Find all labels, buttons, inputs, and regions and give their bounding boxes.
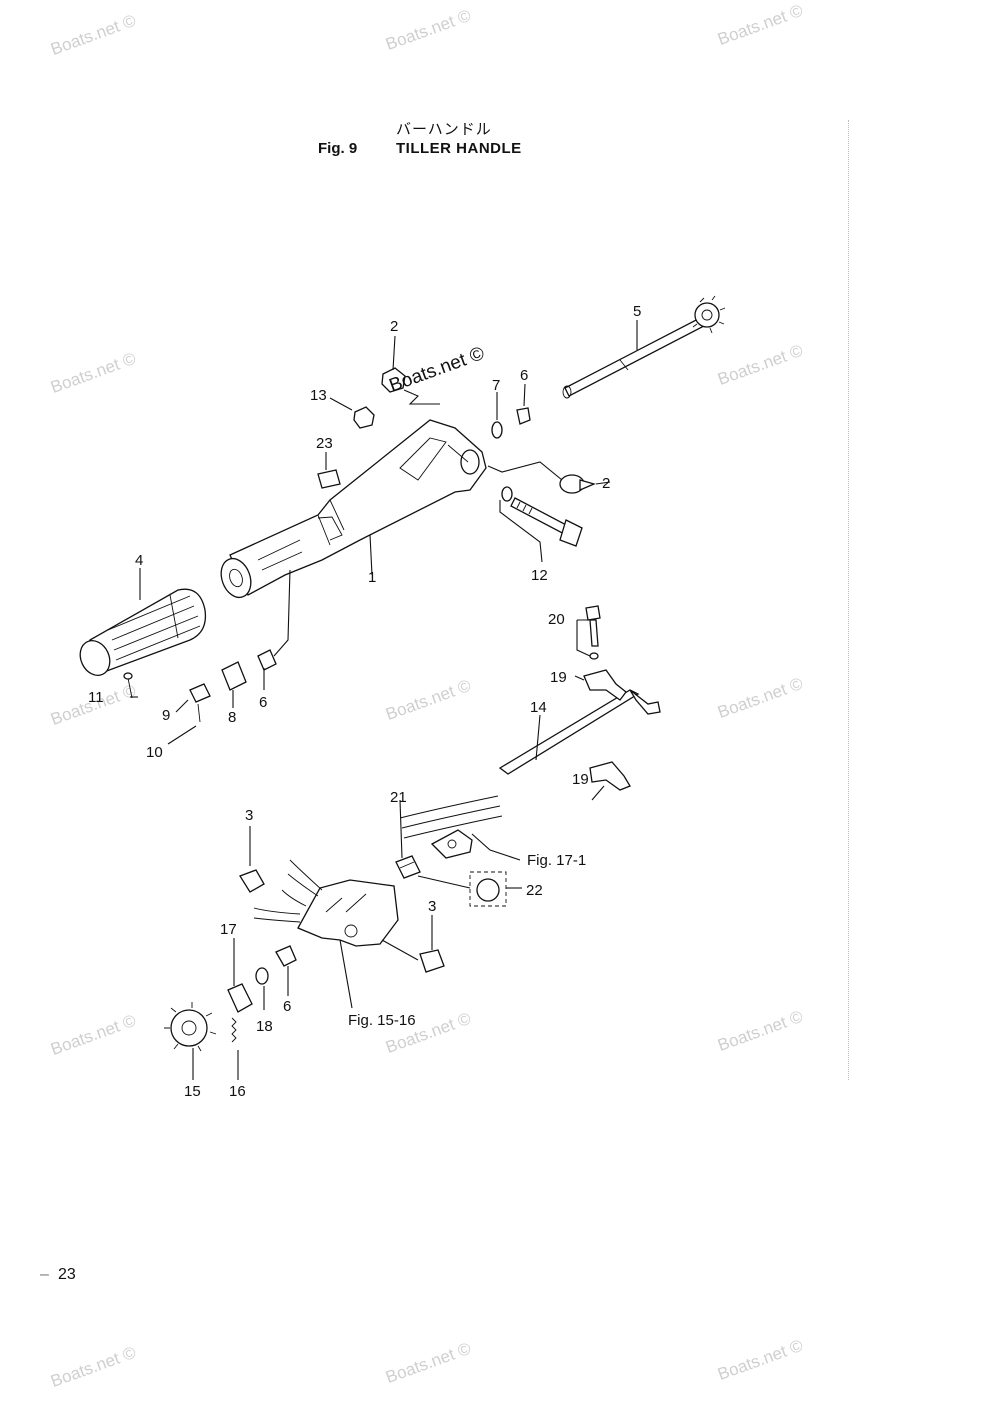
- callout-19-upper: 19: [550, 669, 567, 686]
- callout-21: 21: [390, 789, 407, 806]
- callout-4: 4: [135, 552, 143, 569]
- callout-6-upper: 6: [520, 367, 528, 384]
- callout-20: 20: [548, 611, 565, 628]
- diagram-watermark: Boats.net ©: [387, 343, 488, 397]
- callout-16: 16: [229, 1083, 246, 1100]
- callout-1: 1: [368, 569, 376, 586]
- figure-title: TILLER HANDLE: [396, 140, 522, 157]
- callout-6-lower: 6: [283, 998, 291, 1015]
- callout-5: 5: [633, 303, 641, 320]
- callout-10: 10: [146, 744, 163, 761]
- callout-22: 22: [526, 882, 543, 899]
- figure-title-japanese: バーハンドル: [396, 120, 492, 138]
- lower-throttle-assembly: [164, 795, 507, 1052]
- callout-2-right: 2: [602, 475, 610, 492]
- callout-19-lower: 19: [572, 771, 589, 788]
- callout-14: 14: [530, 699, 547, 716]
- tiller-arm-part: [220, 419, 487, 599]
- upper-hardware: [123, 367, 596, 723]
- callout-18: 18: [256, 1018, 273, 1035]
- throttle-shaft-part: [562, 295, 726, 399]
- callout-3-right: 3: [428, 898, 436, 915]
- reference-fig-15-16: Fig. 15-16: [348, 1012, 416, 1029]
- throttle-grip-part: [79, 588, 207, 677]
- callout-12: 12: [531, 567, 548, 584]
- callout-7: 7: [492, 377, 500, 394]
- callout-2-upper: 2: [390, 318, 398, 335]
- scan-edge-marks: [848, 120, 855, 1080]
- callout-6-left: 6: [259, 694, 267, 711]
- callout-23: 23: [316, 435, 333, 452]
- callout-15: 15: [184, 1083, 201, 1100]
- callout-3-left: 3: [245, 807, 253, 824]
- callout-17: 17: [220, 921, 237, 938]
- page-number: 23: [58, 1266, 76, 1283]
- page-number-dash: –: [40, 1266, 49, 1283]
- callout-13: 13: [310, 387, 327, 404]
- callout-8: 8: [228, 709, 236, 726]
- reference-fig-17-1: Fig. 17-1: [527, 852, 586, 869]
- callout-11: 11: [88, 689, 104, 706]
- throttle-link-rod: [498, 605, 661, 791]
- callout-9: 9: [162, 707, 170, 724]
- figure-number: Fig. 9: [318, 140, 358, 157]
- callout-leader-lines: [130, 320, 638, 1080]
